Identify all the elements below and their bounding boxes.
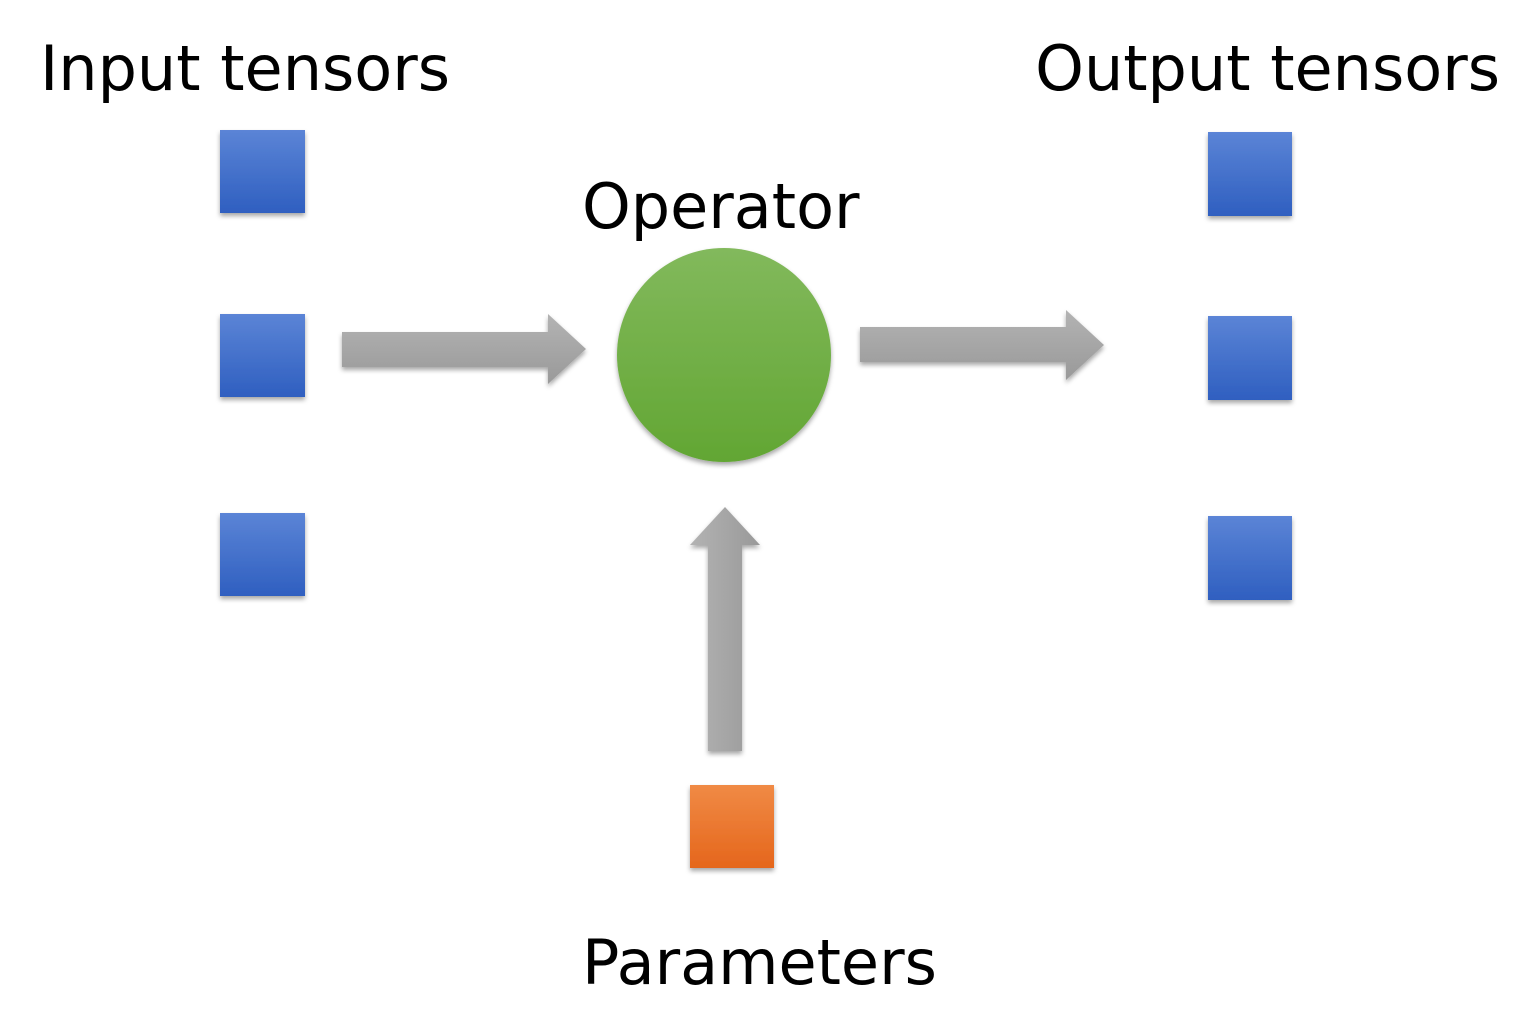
arrow-parameters-to-operator xyxy=(690,507,760,751)
arrow-operator-to-output xyxy=(860,310,1104,380)
parameter-square xyxy=(690,785,774,868)
parameters-label: Parameters xyxy=(582,926,937,999)
output-tensor-1 xyxy=(1208,132,1292,216)
arrow-input-to-operator xyxy=(342,314,586,384)
input-tensor-1 xyxy=(220,130,305,213)
output-tensors-label: Output tensors xyxy=(1035,32,1500,105)
operator-circle xyxy=(617,248,831,462)
operator-label: Operator xyxy=(582,170,860,243)
output-tensor-2 xyxy=(1208,316,1292,400)
input-tensor-2 xyxy=(220,314,305,397)
output-tensor-3 xyxy=(1208,516,1292,600)
input-tensor-3 xyxy=(220,513,305,596)
input-tensors-label: Input tensors xyxy=(40,32,451,105)
